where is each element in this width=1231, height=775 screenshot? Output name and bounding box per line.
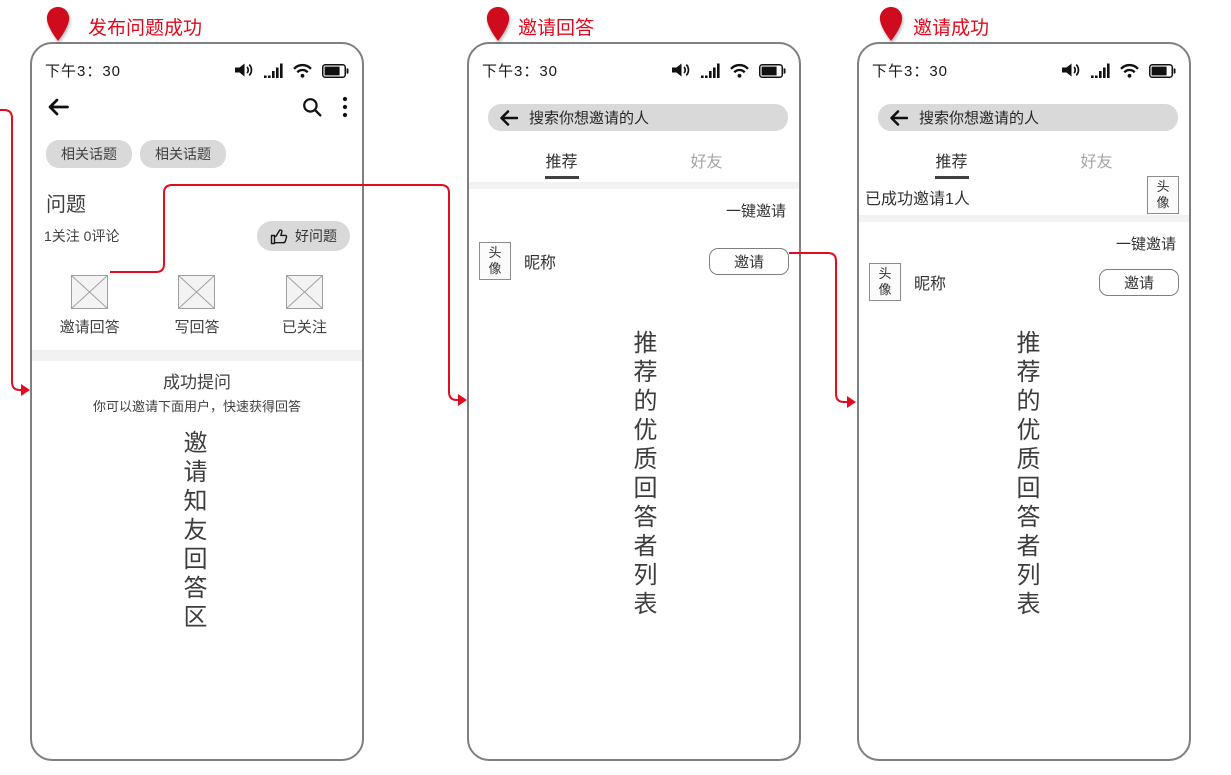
status-bar: 下午3：30 <box>859 44 1189 84</box>
success-title: 成功提问 <box>163 373 231 392</box>
invite-button[interactable]: 邀请 <box>1099 268 1179 296</box>
arrowhead <box>458 394 467 406</box>
battery-icon <box>759 64 786 78</box>
action-label: 已关注 <box>281 319 327 336</box>
invite-success-text: 已成功邀请1人 <box>865 191 970 208</box>
active-tab-underline <box>934 176 969 179</box>
search-icon[interactable] <box>302 97 322 117</box>
search-bar-text: 搜索你想邀请的人 <box>919 110 1040 127</box>
question-actions: 邀请回答 写回答 已关注 <box>36 275 358 337</box>
vertical-note-invite-area: 邀请知友回答区 <box>179 430 206 633</box>
nav-bar <box>48 96 348 118</box>
topic-tags: 相关话题 相关话题 <box>46 140 362 168</box>
action-write-answer[interactable]: 写回答 <box>143 275 250 337</box>
status-bar: 下午3：30 <box>32 44 362 84</box>
invite-all-button[interactable]: 一键邀请 <box>1115 236 1176 253</box>
flow-pin-icon <box>879 7 903 41</box>
kebab-menu-icon[interactable] <box>342 96 348 118</box>
tab-bar: 推荐 好友 <box>469 148 799 179</box>
volume-icon <box>672 63 690 77</box>
invite-all-button[interactable]: 一键邀请 <box>725 203 786 220</box>
status-time: 下午3：30 <box>482 62 559 80</box>
avatar-placeholder[interactable]: 头像 <box>869 263 901 301</box>
flow-marker-label: 邀请回答 <box>518 18 595 39</box>
volume-icon <box>1062 63 1080 77</box>
volume-icon <box>235 63 253 77</box>
wifi-icon <box>293 63 312 78</box>
status-time: 下午3：30 <box>45 62 122 80</box>
section-divider <box>469 182 799 189</box>
question-meta: 1关注 0评论 <box>44 228 120 244</box>
success-subtitle: 你可以邀请下面用户，快速获得回答 <box>92 399 301 414</box>
action-invite-answer[interactable]: 邀请回答 <box>36 275 143 337</box>
status-bar: 下午3：30 <box>469 44 799 84</box>
tab-label: 好友 <box>690 154 723 171</box>
tab-friends[interactable]: 好友 <box>634 148 779 179</box>
action-followed[interactable]: 已关注 <box>251 275 358 337</box>
topic-tag[interactable]: 相关话题 <box>140 140 226 168</box>
flow-pin-icon <box>486 7 510 41</box>
phone-screen-question-published: 下午3：30 相关话题 相关话题 问题 1关注 0评论 好问题 <box>30 42 364 761</box>
question-meta-row: 1关注 0评论 好问题 <box>44 221 350 251</box>
invite-button[interactable]: 邀请 <box>709 247 789 275</box>
status-icons <box>1061 62 1176 78</box>
topic-tag[interactable]: 相关话题 <box>46 140 132 168</box>
invite-success-row: 已成功邀请1人 头像 <box>865 176 1181 214</box>
question-title: 问题 <box>46 194 86 216</box>
search-back-icon[interactable] <box>500 109 518 126</box>
tab-friends[interactable]: 好友 <box>1024 148 1169 179</box>
thumbs-up-icon <box>270 228 288 244</box>
battery-icon <box>322 64 349 78</box>
image-placeholder-icon <box>71 275 109 309</box>
vertical-note-recommend-list: 推荐的优质回答者列表 <box>629 330 656 620</box>
image-placeholder-icon <box>285 275 323 309</box>
user-list-row: 头像 昵称 邀请 <box>869 263 1179 301</box>
action-label: 写回答 <box>174 319 220 336</box>
status-icons <box>671 62 786 78</box>
search-bar-text: 搜索你想邀请的人 <box>529 110 650 127</box>
search-bar[interactable]: 搜索你想邀请的人 <box>488 104 788 131</box>
flow-pin-icon <box>46 7 70 41</box>
image-placeholder-icon <box>178 275 216 309</box>
tab-label: 推荐 <box>935 154 968 171</box>
section-divider <box>859 215 1189 222</box>
phone-screen-invite-answer: 下午3：30 搜索你想邀请的人 推荐 好友 一键邀请 头像 昵称 <box>467 42 801 761</box>
vertical-note-recommend-list: 推荐的优质回答者列表 <box>1012 330 1039 620</box>
tab-recommend[interactable]: 推荐 <box>879 148 1024 179</box>
signal-icon <box>701 63 720 78</box>
tab-recommend[interactable]: 推荐 <box>489 148 634 179</box>
good-question-button[interactable]: 好问题 <box>257 221 350 251</box>
wifi-icon <box>1120 63 1139 78</box>
wifi-icon <box>730 63 749 78</box>
phone-screen-invite-success: 下午3：30 搜索你想邀请的人 推荐 好友 已成功邀请1人 头像 <box>857 42 1191 761</box>
tab-bar: 推荐 好友 <box>859 148 1189 179</box>
action-label: 邀请回答 <box>59 319 120 336</box>
tab-label: 好友 <box>1080 154 1113 171</box>
flow-marker-label: 邀请成功 <box>913 18 990 39</box>
active-tab-underline <box>544 176 579 179</box>
user-list-row: 头像 昵称 邀请 <box>479 242 789 280</box>
avatar-placeholder[interactable]: 头像 <box>479 242 511 280</box>
good-question-label: 好问题 <box>295 228 337 244</box>
flow-marker-label: 发布问题成功 <box>88 18 203 39</box>
nickname: 昵称 <box>524 255 557 272</box>
signal-icon <box>264 63 283 78</box>
battery-icon <box>1149 64 1176 78</box>
back-button[interactable] <box>48 98 69 116</box>
signal-icon <box>1091 63 1110 78</box>
nickname: 昵称 <box>914 276 947 293</box>
search-back-icon[interactable] <box>890 109 908 126</box>
search-bar[interactable]: 搜索你想邀请的人 <box>878 104 1178 131</box>
arrowhead <box>847 396 856 408</box>
arrowhead <box>21 384 30 396</box>
tab-label: 推荐 <box>545 154 578 171</box>
invited-avatar-placeholder: 头像 <box>1147 176 1179 214</box>
status-time: 下午3：30 <box>872 62 949 80</box>
connector-into-screen1 <box>0 109 21 391</box>
section-divider <box>32 350 362 361</box>
status-icons <box>234 62 349 78</box>
